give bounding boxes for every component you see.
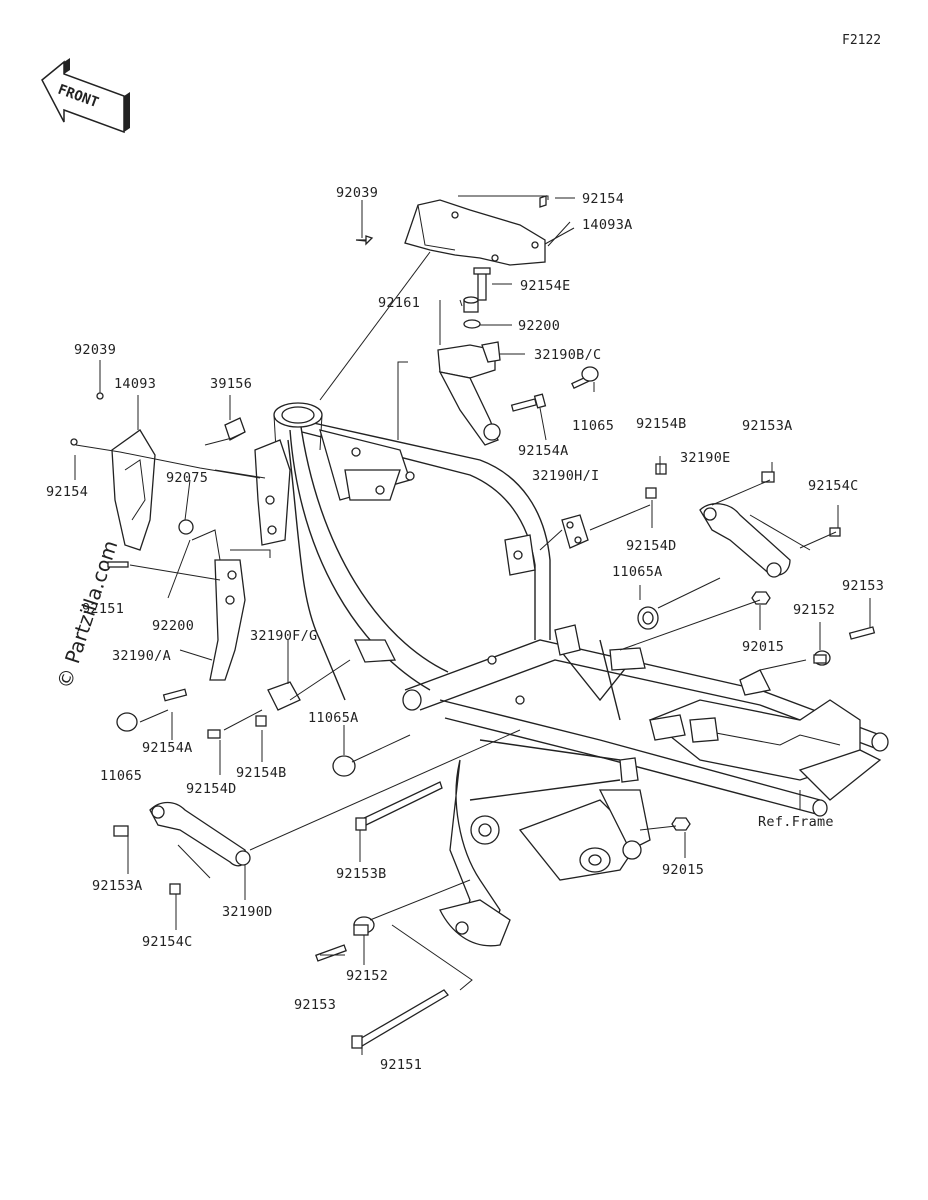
bolt-92154-top [539, 195, 547, 208]
label-92153A-top: 92153A [742, 418, 793, 434]
label-92152-bottom: 92152 [346, 968, 388, 984]
bolt-92154C-left [169, 883, 181, 895]
grommet-92075 [178, 519, 194, 535]
label-92154B-left: 92154B [236, 765, 287, 781]
front-arrow-icon: FRONT [41, 58, 130, 134]
main-frame [254, 402, 889, 947]
label-92200-top: 92200 [518, 318, 560, 334]
clip-92039-top [355, 235, 374, 246]
label-32190A: 32190/A [112, 648, 171, 664]
label-92154A-top: 92154A [518, 443, 569, 459]
label-11065-top: 11065 [572, 418, 614, 434]
cover-14093A [404, 199, 546, 266]
label-92154D-left: 92154D [186, 781, 237, 797]
bolt-92151-left [107, 561, 129, 568]
label-92153A-left: 92153A [92, 878, 143, 894]
grommet-11065A-mid [332, 755, 356, 777]
label-92154-top: 92154 [582, 191, 624, 207]
bolt-92154D-top [645, 487, 657, 499]
label-14093: 14093 [114, 376, 156, 392]
collar-92152-right [813, 650, 831, 666]
washer-92200-top [463, 319, 481, 329]
bolt-92153-right [848, 626, 876, 640]
label-11065-left: 11065 [100, 768, 142, 784]
label-92153B: 92153B [336, 866, 387, 882]
label-32190BC: 32190B/C [534, 347, 601, 363]
label-92154C-top: 92154C [808, 478, 859, 494]
bolt-92153A-left [113, 825, 129, 837]
label-92152-right: 92152 [793, 602, 835, 618]
bolt-92154A-top [510, 393, 547, 412]
label-92015-top: 92015 [742, 639, 784, 655]
leader-lines [74, 195, 871, 1055]
label-92075: 92075 [166, 470, 208, 486]
label-39156: 39156 [210, 376, 252, 392]
label-92151-left: 92151 [82, 601, 124, 617]
label-ref-frame: Ref.Frame [758, 814, 834, 830]
cover-14093 [111, 429, 156, 551]
label-11065A-mid: 11065A [308, 710, 359, 726]
label-92154C-left: 92154C [142, 934, 193, 950]
bracket-32190A [209, 559, 246, 681]
collar-92152-bottom [353, 916, 375, 936]
bolt-92153-bottom [315, 944, 347, 962]
label-92151-bottom: 92151 [380, 1057, 422, 1073]
bolt-92153B [355, 781, 443, 831]
bolt-92154A-left [162, 688, 188, 702]
figure-code: F2122 [842, 33, 881, 48]
collar-92161 [463, 296, 479, 313]
label-92153-right: 92153 [842, 578, 884, 594]
bracket-32190HI [561, 514, 589, 549]
bracket-32190E [699, 503, 791, 578]
bolt-92154-left [70, 438, 78, 446]
bracket-32190D [149, 801, 251, 867]
bracket-32190FG [267, 681, 301, 711]
label-92161: 92161 [378, 295, 420, 311]
label-92153-bottom: 92153 [294, 997, 336, 1013]
grommet-11065-left [116, 712, 138, 732]
label-92200-left: 92200 [152, 618, 194, 634]
label-32190D: 32190D [222, 904, 273, 920]
nut-92015-mid [671, 817, 691, 831]
label-92154D-top: 92154D [626, 538, 677, 554]
bracket-32190BC [437, 341, 501, 446]
bolt-92151-long [351, 989, 449, 1049]
grommet-11065A-top [637, 606, 659, 630]
label-11065A-top: 11065A [612, 564, 663, 580]
label-14093A: 14093A [582, 217, 633, 233]
label-32190E: 32190E [680, 450, 731, 466]
label-92154-left: 92154 [46, 484, 88, 500]
label-92039-left: 92039 [74, 342, 116, 358]
bolt-92154B-left [255, 715, 267, 727]
part-labels: 92039 92154 14093A 92154E 92161 92200 32… [46, 185, 884, 1073]
label-92154A-left: 92154A [142, 740, 193, 756]
bolt-92154E [473, 267, 491, 301]
grommet-11065-top [571, 366, 599, 389]
label-92154E: 92154E [520, 278, 571, 294]
bolt-92154D-left [207, 729, 221, 739]
label-32190HI: 32190H/I [532, 468, 599, 484]
bolt-92154B-top [655, 463, 667, 475]
bolt-92153A-top [761, 471, 775, 483]
label-92015-mid: 92015 [662, 862, 704, 878]
label-92154B-top: 92154B [636, 416, 687, 432]
label-92039-top: 92039 [336, 185, 378, 201]
clip-92039-left [96, 392, 104, 400]
label-32190FG: 32190F/G [250, 628, 317, 644]
